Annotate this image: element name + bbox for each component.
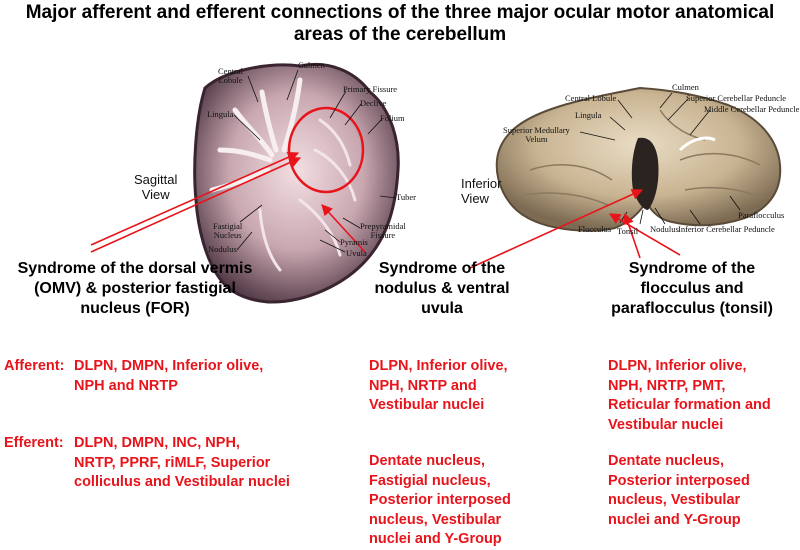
floc-afferent-line2: NPH, NRTP, PMT, [608,377,726,394]
nod-afferent-line3: Vestibular nuclei [369,397,485,413]
label-fastigial-line1: Fastigial [213,221,243,231]
label-superior-medullary-line2: Velum [525,134,548,144]
dorsal-vermis-efferent: Efferent: DLPN, DMPN, INC, NPH, NRTP, PP… [4,434,290,493]
label-culmen-inferior: Culmen [672,82,699,92]
inferior-view-label-line2: View [461,191,489,206]
label-central-lobule-inferior: Central Lobule [565,93,617,103]
arrow-nodulus [321,204,366,253]
afferent-label: Afferent: [4,358,65,374]
inferior-leader-lines [579,92,741,225]
label-central-lobule-line1: Central [218,66,244,76]
floc-efferent-line2: Posterior interposed [608,472,750,489]
label-central-lobule-sagittal: Central Lobule [218,67,243,85]
label-superior-medullary-line1: Superior Medullary [503,125,570,135]
nod-efferent-line1: Dentate nucleus, [369,453,486,469]
syndrome-nodulus-line2: nodulus & ventral [374,280,510,297]
sagittal-view-label-line1: Sagittal [134,172,178,187]
nodulus-afferent: DLPN, Inferior olive, NPH, NRTP and Vest… [369,357,508,416]
label-tonsil: Tonsil [617,226,639,236]
label-tuber: Tuber [396,192,416,202]
syndrome-nodulus-line3: uvula [421,300,463,317]
floc-efferent-line4: nuclei and Y-Group [608,511,741,528]
label-fastigial-nucleus: Fastigial Nucleus [213,222,242,240]
red-arrows [90,151,681,269]
arrow-flocculus-b [609,213,681,256]
sagittal-white-matter [209,77,303,193]
floc-afferent-line3: Reticular formation and [608,397,771,413]
flocculus-afferent: DLPN, Inferior olive, NPH, NRTP, PMT, Re… [608,357,771,435]
syndrome-nodulus-line1: Syndrome of the [378,260,506,277]
nod-efferent-line5: nuclei and Y-Group [369,531,502,547]
inferior-view-label-line1: Inferior [461,176,502,191]
nod-efferent-line4: nucleus, Vestibular [369,511,502,528]
sagittal-folia [258,118,357,272]
label-prepyramidal-fissure: Prepyramidal Fissure [360,222,406,240]
floc-efferent-line3: nucleus, Vestibular [608,492,741,508]
sagittal-view-label-line2: View [141,187,170,202]
syndrome-dorsal-vermis-line1: Syndrome of the dorsal vermis [17,260,253,277]
nod-afferent-line1: DLPN, Inferior olive, [369,358,508,374]
syndrome-flocculus-line3: paraflocculus (tonsil) [611,300,773,317]
arrow-to-inferior-nodulus [469,189,644,269]
sagittal-view-label: Sagittal View [134,172,177,202]
nodulus-efferent: Dentate nucleus, Fastigial nucleus, Post… [369,452,511,550]
syndrome-flocculus-line2: flocculus and [640,280,744,297]
label-inferior-cerebellar-peduncle: Inferior Cerebellar Peduncle [678,224,775,234]
dv-afferent-line2: NPH and NRTP [74,377,178,394]
label-nodulus-sagittal: Nodulus [208,244,237,254]
syndrome-dorsal-vermis-line3: nucleus (FOR) [80,300,190,317]
syndrome-flocculus-line1: Syndrome of the [628,260,756,277]
title-line-2: areas of the cerebellum [293,24,507,45]
label-pyramis: Pyramis [340,237,368,247]
label-superior-medullary-velum: Superior Medullary Velum [503,126,570,144]
label-declive: Declive [360,98,387,108]
sagittal-specimen [193,62,400,304]
efferent-label: Efferent: [4,435,64,451]
arrow-dorsal-vermis-b [90,157,302,253]
nod-efferent-line3: Posterior interposed [369,492,511,508]
syndrome-dorsal-vermis: Syndrome of the dorsal vermis (OMV) & po… [0,259,270,319]
dv-efferent-line1: DLPN, DMPN, INC, NPH, [74,435,240,451]
floc-efferent-line1: Dentate nucleus, [608,453,725,469]
label-folium: Folium [380,113,405,123]
flocculus-efferent: Dentate nucleus, Posterior interposed nu… [608,452,750,530]
page-title: Major afferent and efferent connections … [0,2,800,46]
dv-efferent-line3: colliculus and Vestibular nuclei [74,474,290,490]
title-line-1: Major afferent and efferent connections … [25,2,775,23]
nod-afferent-line2: NPH, NRTP and [369,377,477,394]
inferior-view-label: Inferior View [461,176,501,206]
label-prepyramidal-line2: Fissure [370,230,396,240]
label-fastigial-line2: Nucleus [213,230,242,240]
label-primary-fissure: Primary Fissure [343,84,398,94]
label-uvula: Uvula [346,248,367,258]
peduncle-white [678,136,716,152]
inferior-folia [524,109,763,206]
syndrome-dorsal-vermis-line2: (OMV) & posterior fastigial [34,280,236,297]
label-middle-cerebellar-peduncle: Middle Cerebellar Peduncle [704,104,800,114]
label-flocculus: Flocculus [578,224,612,234]
arrow-flocculus-a [622,212,641,259]
label-lingula-sagittal: Lingula [207,109,234,119]
dv-efferent-line2: NRTP, PPRF, riMLF, Superior [74,454,271,471]
floc-afferent-line1: DLPN, Inferior olive, [608,358,747,374]
floc-afferent-line4: Vestibular nuclei [608,416,724,433]
label-nodulus-inferior: Nodulus [650,224,679,234]
label-central-lobule-line2: Lobule [218,75,243,85]
dorsal-vermis-afferent: Afferent: DLPN, DMPN, Inferior olive, NP… [4,357,263,396]
label-superior-cerebellar-peduncle: Superior Cerebellar Peduncle [686,93,787,103]
dv-afferent-line1: DLPN, DMPN, Inferior olive, [74,358,264,374]
label-lingula-inferior: Lingula [575,110,602,120]
syndrome-flocculus: Syndrome of the flocculus and parafloccu… [592,259,792,319]
syndrome-nodulus: Syndrome of the nodulus & ventral uvula [360,259,524,319]
omv-highlight-ellipse [287,106,365,194]
arrow-dorsal-vermis-a [90,151,300,246]
nod-efferent-line2: Fastigial nucleus, [369,472,491,489]
label-paraflocculus: Paraflocculus [738,210,785,220]
label-prepyramidal-line1: Prepyramidal [360,221,406,231]
label-culmen-sagittal: Culmen [298,60,325,70]
sagittal-leader-lines [233,69,397,253]
